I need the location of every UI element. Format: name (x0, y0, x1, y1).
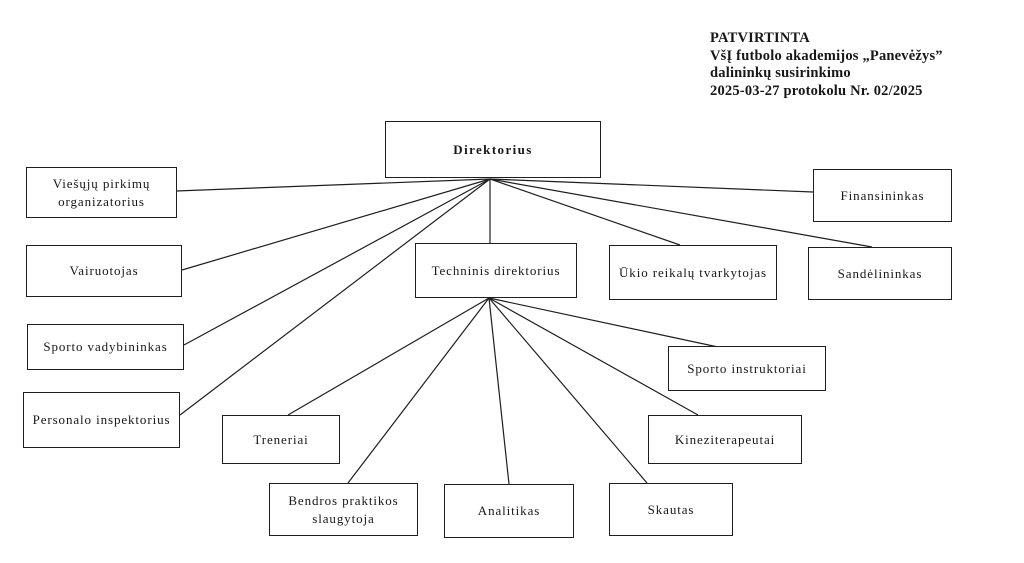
org-node-label: Viešųjų pirkimų organizatorius (52, 175, 151, 209)
approval-note: PATVIRTINTA VšĮ futbolo akademijos „Pane… (710, 30, 1010, 100)
org-node-label: Sporto instruktoriai (687, 360, 807, 376)
org-node-kineziterapeutai: Kineziterapeutai (648, 415, 802, 464)
edge-techninis-analitikas (488, 297, 510, 485)
edge-techninis-bendros (347, 297, 490, 484)
edge-direktorius-personalo (179, 178, 491, 416)
org-node-label: Finansininkas (840, 187, 925, 203)
edge-techninis-treneriai (287, 297, 490, 416)
org-node-vairuotojas: Vairuotojas (26, 245, 182, 297)
org-node-sporto-instruktoriai: Sporto instruktoriai (668, 346, 826, 391)
org-node-label: Personalo inspektorius (32, 412, 171, 428)
org-node-sandelininkas: Sandėlininkas (808, 247, 952, 300)
org-node-direktorius: Direktorius (385, 121, 601, 178)
org-node-label: Kineziterapeutai (674, 431, 776, 447)
approval-line-2: VšĮ futbolo akademijos „Panevėžys” (710, 47, 943, 64)
edge-direktorius-sandelininkas (489, 178, 873, 248)
edge-direktorius-sporto-vadybininkas (183, 178, 491, 346)
edge-techninis-kineziterapeutai (488, 297, 699, 416)
org-node-bendros-praktikos-slaugytoja: Bendros praktikos slaugytoja (269, 483, 418, 536)
org-node-label: Vairuotojas (69, 263, 139, 279)
org-node-label: Techninis direktorius (431, 262, 561, 278)
org-node-label: Skautas (647, 501, 695, 517)
org-node-label: Analitikas (477, 503, 541, 519)
edge-direktorius-finansininkas (489, 178, 814, 193)
edge-direktorius-ukio (489, 178, 681, 246)
org-node-label: Direktorius (453, 141, 533, 157)
org-node-ukio-reikalu-tvarkytojas: Ūkio reikalų tvarkytojas (609, 245, 777, 300)
org-node-finansininkas: Finansininkas (813, 169, 952, 222)
org-node-label: Ūkio reikalų tvarkytojas (619, 264, 767, 280)
org-node-label: Sandėlininkas (837, 265, 923, 281)
approval-line-4: 2025-03-27 protokolu Nr. 02/2025 (710, 82, 923, 99)
org-node-personalo-inspektorius: Personalo inspektorius (23, 392, 180, 448)
approval-line-3: dalininkų susirinkimo (710, 65, 851, 81)
org-node-skautas: Skautas (609, 483, 733, 536)
org-node-analitikas: Analitikas (444, 484, 574, 538)
edge-techninis-sporto-instruktoriai (488, 297, 719, 348)
org-node-techninis-direktorius: Techninis direktorius (415, 243, 577, 298)
org-node-sporto-vadybininkas: Sporto vadybininkas (27, 324, 184, 370)
org-node-treneriai: Treneriai (222, 415, 340, 464)
approval-line-1: PATVIRTINTA (710, 30, 810, 46)
org-node-label: Bendros praktikos slaugytoja (288, 492, 399, 526)
edge-direktorius-viesuju (175, 178, 491, 192)
edge-techninis-skautas (488, 297, 648, 484)
org-node-viesuju-pirkimu-organizatorius: Viešųjų pirkimų organizatorius (26, 167, 177, 218)
org-node-label: Sporto vadybininkas (43, 339, 168, 355)
edge-direktorius-vairuotojas (181, 178, 491, 271)
org-node-label: Treneriai (253, 431, 309, 447)
